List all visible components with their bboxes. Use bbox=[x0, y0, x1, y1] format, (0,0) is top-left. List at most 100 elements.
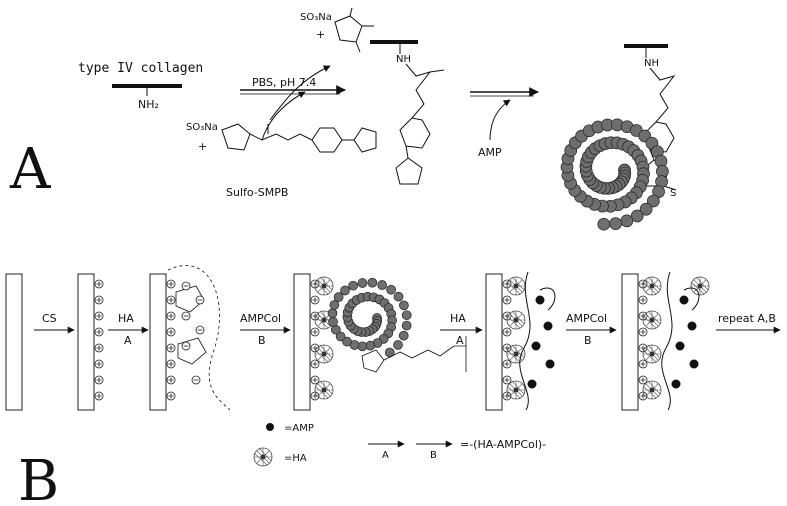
amp-bead bbox=[327, 308, 338, 319]
step-2-top: HA bbox=[118, 312, 134, 325]
step-5-bottom: B bbox=[584, 334, 592, 347]
step-1: CS bbox=[34, 312, 75, 334]
ha-minus-charges bbox=[181, 281, 205, 385]
step-5-top: AMPCol bbox=[566, 312, 607, 325]
ampcol-linker bbox=[361, 336, 467, 373]
legend: =AMP =HA A B =-(HA-AMPCol)- bbox=[253, 423, 546, 467]
ha-strands bbox=[519, 271, 700, 411]
ha-polymer-sketch bbox=[167, 265, 231, 411]
plus-charge bbox=[168, 329, 174, 335]
amp-peptide-chain-a bbox=[560, 118, 669, 231]
panel-a: A type IV collagen NH₂ PBS, pH 7.4 SO₃Na… bbox=[9, 7, 676, 231]
amp-dot bbox=[527, 379, 537, 389]
step-3-bottom: B bbox=[258, 334, 266, 347]
ha-cluster bbox=[314, 344, 334, 364]
plus-charge bbox=[96, 329, 102, 335]
amp-bead bbox=[328, 316, 338, 327]
substrates bbox=[5, 273, 639, 411]
plus-charge bbox=[168, 313, 174, 319]
amp-legend-label: =AMP bbox=[284, 423, 314, 434]
amp-bead bbox=[393, 340, 403, 350]
ha-cluster bbox=[314, 380, 334, 400]
amp-bead bbox=[399, 300, 409, 311]
substrate-plate-1 bbox=[5, 273, 23, 411]
substrate-plate-3 bbox=[149, 273, 167, 411]
amp-arrow bbox=[489, 99, 511, 141]
panel-a-letter: A bbox=[9, 137, 51, 202]
plus-charge bbox=[312, 329, 318, 335]
step-6-top: repeat A,B bbox=[718, 312, 776, 325]
plus-charge bbox=[640, 345, 646, 351]
substrate-plate-2 bbox=[77, 273, 95, 411]
plus-top: + bbox=[316, 28, 325, 41]
substrate-plate-4 bbox=[293, 273, 311, 411]
byproduct-arrow bbox=[269, 65, 331, 121]
nh2-label: NH₂ bbox=[138, 98, 159, 111]
so3na-top: SO₃Na bbox=[300, 12, 332, 23]
ha-cluster bbox=[314, 276, 334, 296]
plus-charge bbox=[96, 297, 102, 303]
amp-bead bbox=[329, 300, 340, 310]
amp-dot bbox=[545, 359, 555, 369]
ha-cluster bbox=[506, 276, 526, 296]
amp-bead bbox=[348, 280, 358, 291]
ha-cluster bbox=[642, 310, 662, 330]
so3na-left: SO₃Na bbox=[186, 122, 218, 133]
amp-bead bbox=[377, 280, 387, 290]
amp-bead bbox=[597, 217, 611, 231]
amp-reagent-label: AMP bbox=[478, 146, 502, 159]
amp-bead bbox=[340, 285, 350, 296]
ha-legend-label: =HA bbox=[284, 453, 307, 464]
intermediate-chain bbox=[395, 44, 445, 185]
amp-bead bbox=[398, 330, 409, 341]
substrate-plate-5 bbox=[485, 273, 503, 411]
plus-charge bbox=[96, 313, 102, 319]
amp-dot bbox=[689, 359, 699, 369]
step-3-top: AMPCol bbox=[240, 312, 281, 325]
amp-legend-dot bbox=[266, 423, 274, 431]
ha-cluster bbox=[642, 380, 662, 400]
amp-bead bbox=[335, 331, 346, 342]
step-2: HA A bbox=[108, 312, 149, 347]
ha-cluster bbox=[506, 380, 526, 400]
plus-charge bbox=[168, 377, 174, 383]
amp-bead bbox=[357, 278, 368, 288]
ha-cluster bbox=[506, 310, 526, 330]
plus-charge bbox=[504, 345, 510, 351]
legend-arrow-b-label: B bbox=[430, 450, 437, 461]
plus-charge bbox=[168, 393, 174, 399]
amp-dot bbox=[679, 295, 689, 305]
step-4-top: HA bbox=[450, 312, 466, 325]
plus-charge bbox=[312, 345, 318, 351]
reagent-name: Sulfo-SMPB bbox=[226, 186, 288, 199]
plus-charge bbox=[312, 393, 318, 399]
plus-charge bbox=[504, 329, 510, 335]
amp-dot bbox=[671, 379, 681, 389]
ha-cluster bbox=[506, 344, 526, 364]
step-6: repeat A,B bbox=[716, 312, 781, 334]
plus-charge bbox=[96, 361, 102, 367]
plus-left: + bbox=[198, 140, 207, 153]
amp-dot bbox=[531, 341, 541, 351]
amp-bead bbox=[367, 277, 378, 288]
nhs-ring-top bbox=[334, 7, 374, 53]
plus-charge bbox=[640, 361, 646, 367]
ha-cluster bbox=[690, 276, 710, 296]
plus-charge bbox=[96, 393, 102, 399]
plus-charge bbox=[504, 393, 510, 399]
amp-bead bbox=[393, 291, 404, 302]
plus-charge bbox=[312, 361, 318, 367]
amp-bead bbox=[639, 202, 653, 216]
plus-charge bbox=[96, 377, 102, 383]
amp-bead bbox=[401, 320, 412, 331]
plus-charge bbox=[504, 361, 510, 367]
substrate-plate-6 bbox=[621, 273, 639, 411]
ha-cluster bbox=[642, 276, 662, 296]
plus-charge bbox=[312, 297, 318, 303]
plus-charge bbox=[640, 329, 646, 335]
amp-bead bbox=[357, 341, 368, 352]
step-3: AMPCol B bbox=[240, 312, 291, 347]
step-2-bottom: A bbox=[124, 334, 132, 347]
nh-2: NH bbox=[644, 58, 659, 69]
amp-dots bbox=[527, 295, 699, 389]
